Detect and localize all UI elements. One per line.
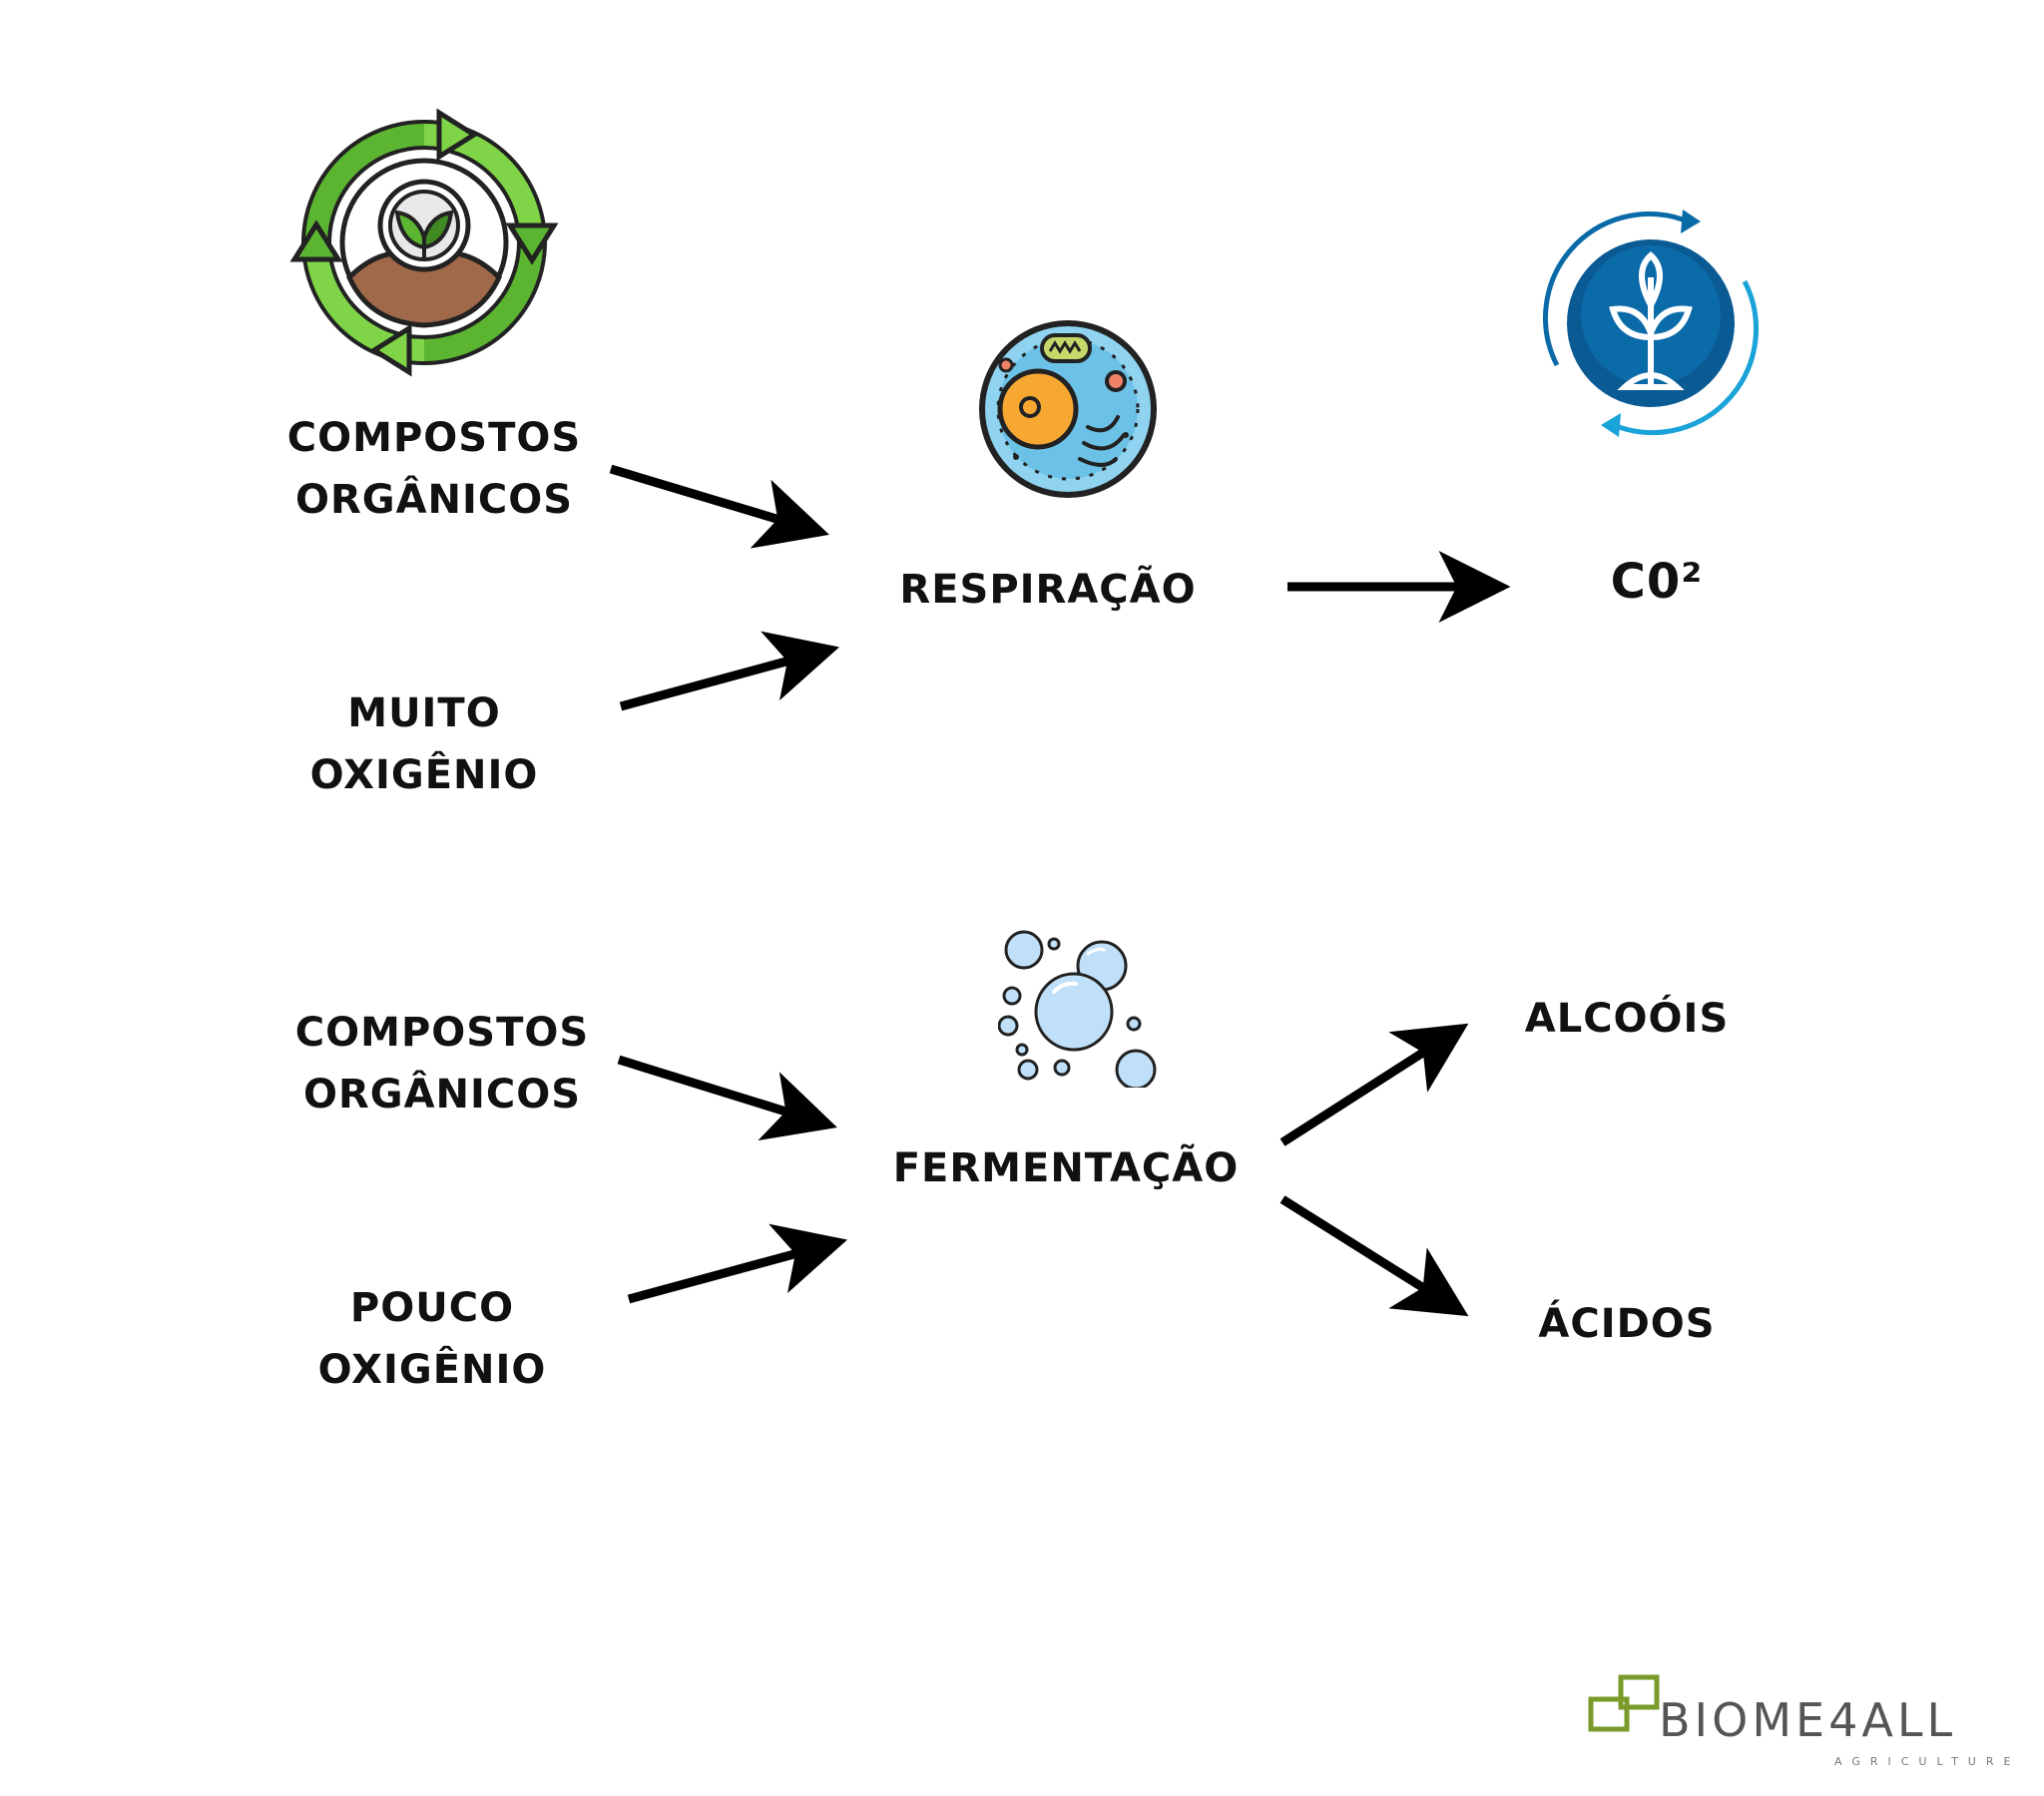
label-respiracao: RESPIRAÇÃO — [899, 567, 1197, 613]
label-fermentacao: FERMENTAÇÃO — [892, 1145, 1240, 1191]
arrow-fermentacao-to-alcoois — [1279, 1023, 1469, 1146]
plant-cycle-icon — [1542, 210, 1760, 437]
arrow-oxigenio-to-fermentacao — [627, 1223, 848, 1304]
arrow-fermentacao-to-acidos — [1279, 1195, 1469, 1317]
arrow-compostos-to-fermentacao — [617, 1055, 837, 1141]
label-compostos-organicos-bottom: COMPOSTOS ORGÂNICOS — [294, 1010, 590, 1118]
label-pouco-oxigenio: POUCO OXIGÊNIO — [317, 1285, 547, 1393]
label-alcoois: ALCOÓIS — [1524, 996, 1730, 1042]
label-acidos: ÁCIDOS — [1538, 1301, 1716, 1347]
compost-cycle-icon — [289, 108, 559, 377]
arrow-compostos-to-respiracao — [609, 464, 829, 549]
arrow-oxigenio-to-respiracao — [619, 631, 840, 711]
bubbles-icon — [998, 930, 1157, 1088]
logo-sub: AGRICULTURE — [1834, 1755, 2021, 1768]
logo-name: BIOME4ALL — [1659, 1693, 1957, 1747]
logo-mark-icon — [1588, 1674, 1660, 1732]
label-muito-oxigenio: MUITO OXIGÊNIO — [309, 690, 539, 798]
biome4all-logo: BIOME4ALL AGRICULTURE — [1587, 1671, 2026, 1771]
label-co2: C0² — [1610, 554, 1704, 610]
cell-icon — [979, 320, 1157, 498]
label-compostos-organicos-top: COMPOSTOS ORGÂNICOS — [286, 415, 582, 523]
